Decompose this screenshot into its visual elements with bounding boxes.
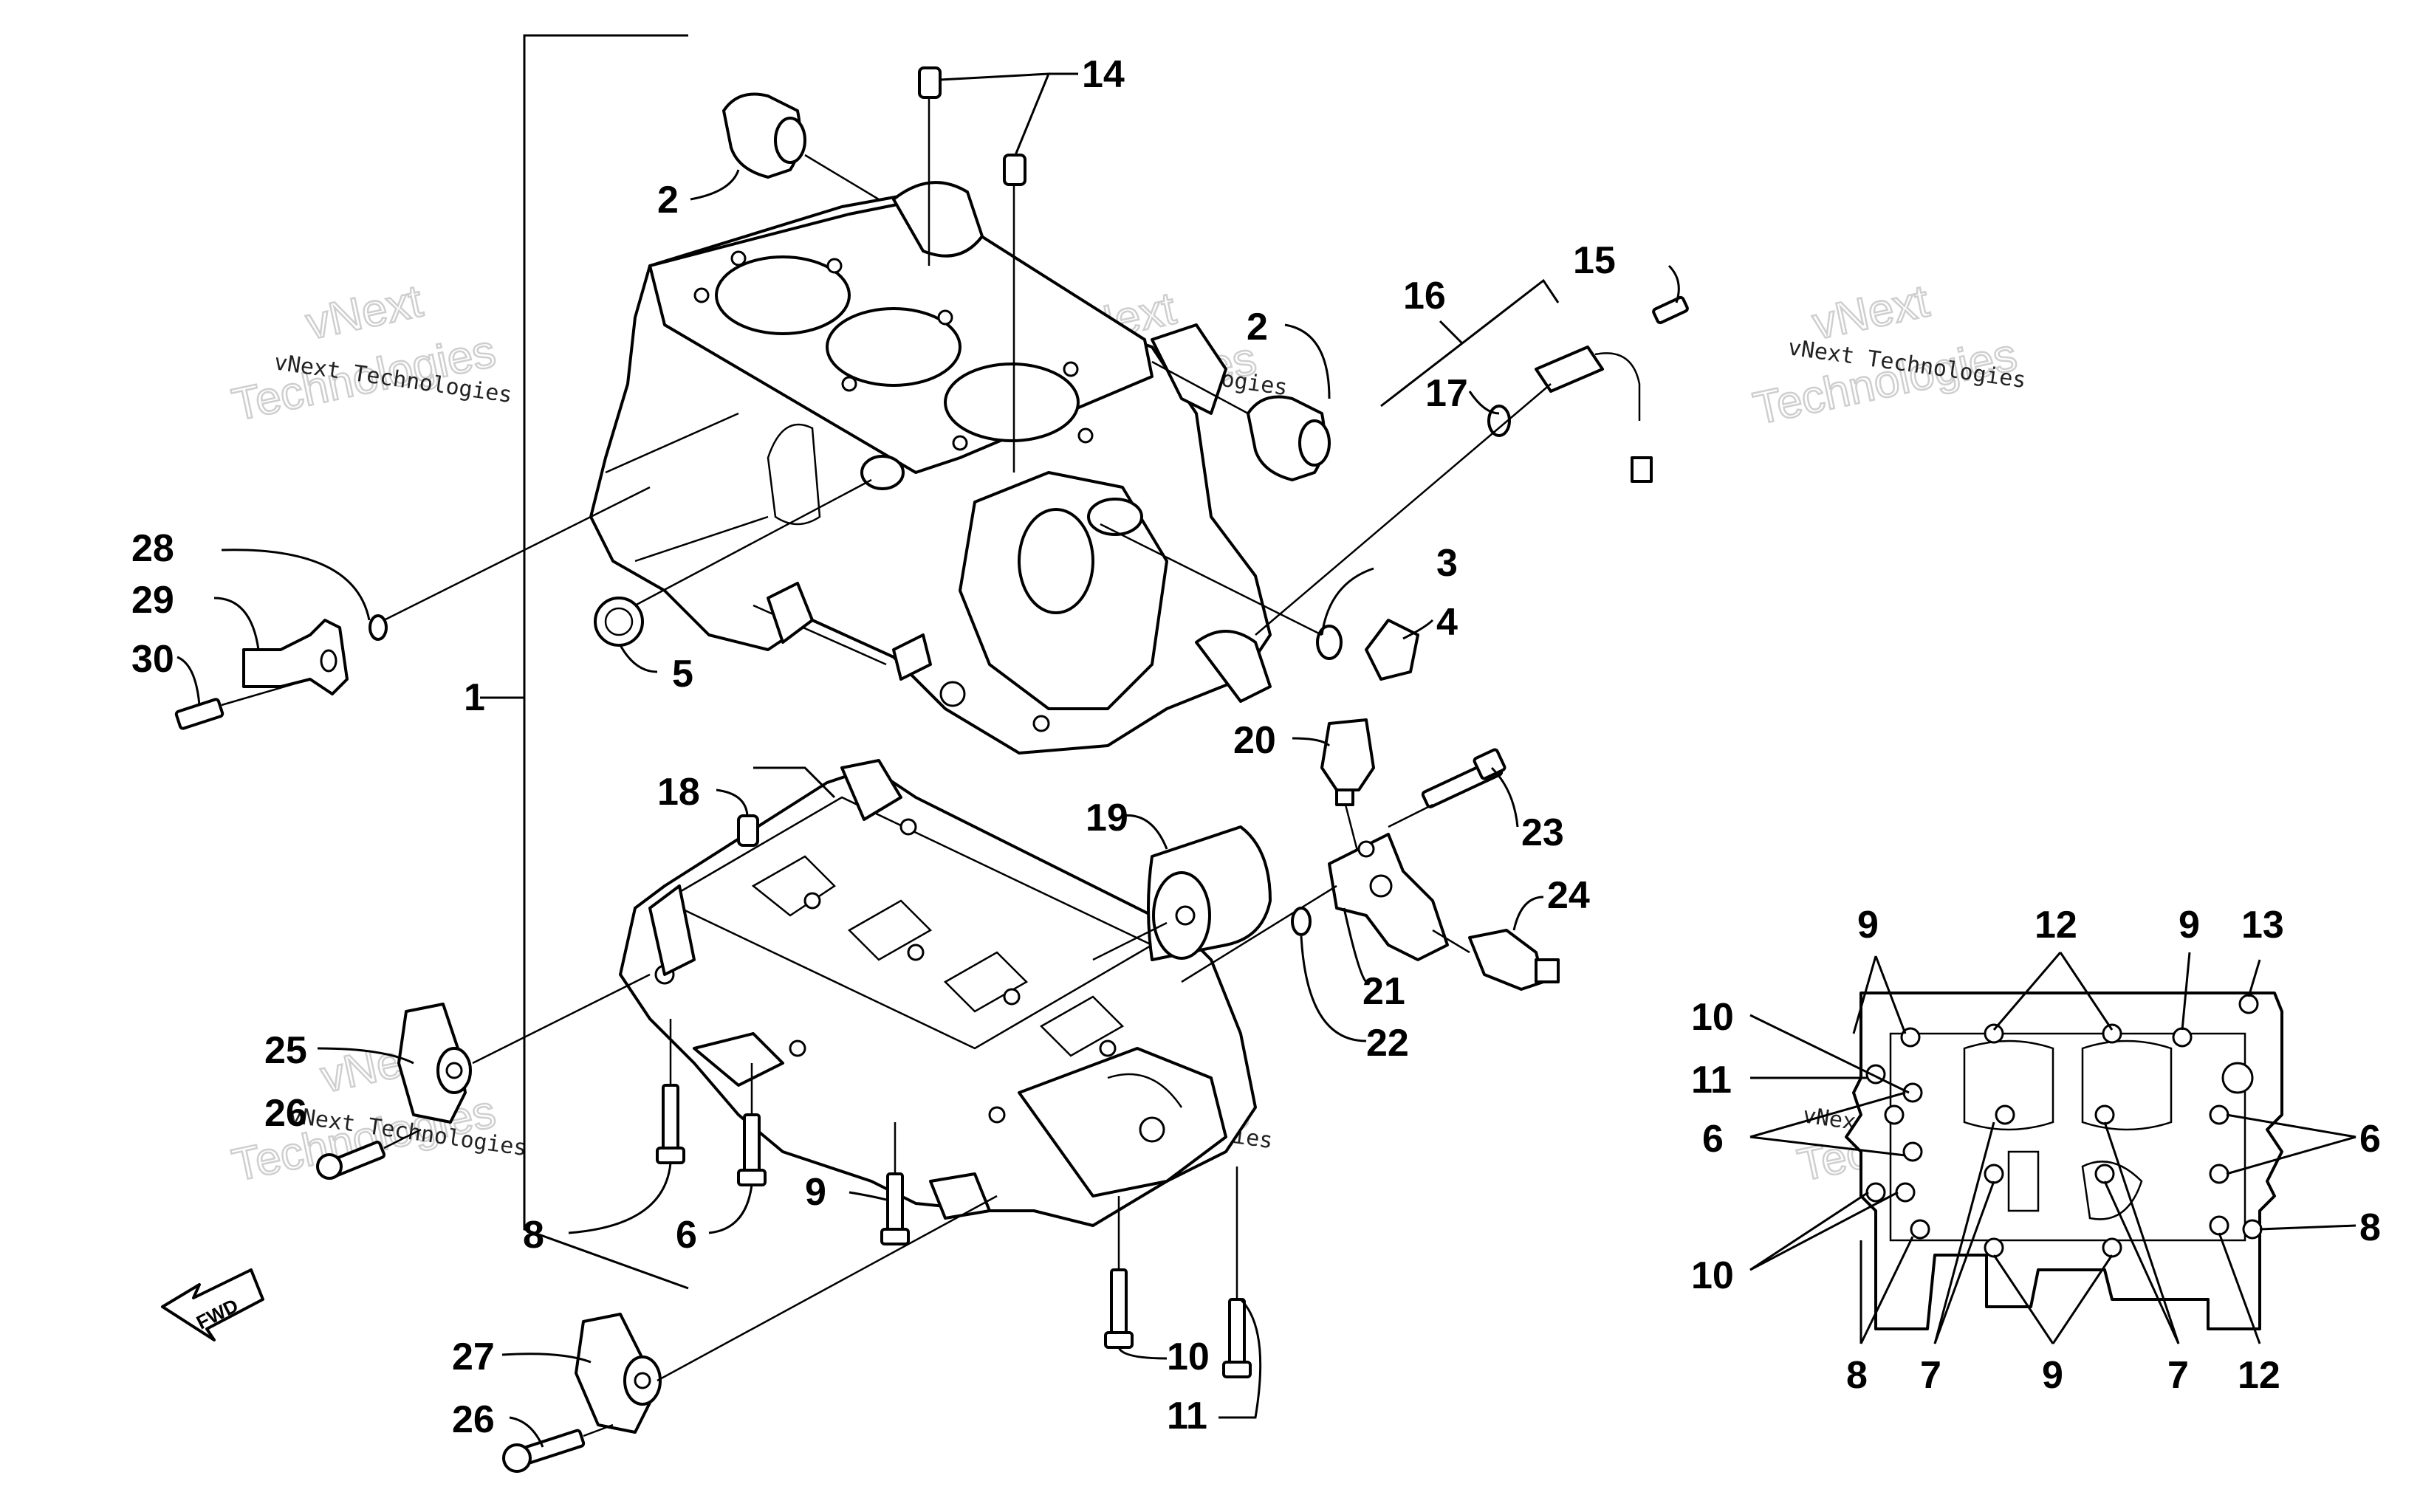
bolt-pattern-inset xyxy=(1749,952,2356,1344)
bolt-23 xyxy=(1388,748,1519,828)
inset-7-b: 7 xyxy=(2167,1354,2189,1397)
inset-9-b: 9 xyxy=(2179,904,2200,946)
callout-28: 28 xyxy=(131,527,174,570)
sensor-24 xyxy=(1432,896,1560,991)
callout-11: 11 xyxy=(1167,1395,1207,1437)
inset-12-a: 12 xyxy=(2035,904,2077,946)
callout-2-right: 2 xyxy=(1247,306,1268,348)
callout-26-top: 26 xyxy=(264,1092,307,1135)
bolt-26-top xyxy=(316,1128,422,1180)
bolt-8 xyxy=(568,1019,685,1234)
callout-5: 5 xyxy=(672,653,693,695)
callout-29: 29 xyxy=(131,579,174,622)
plug-5 xyxy=(594,478,872,673)
callout-24: 24 xyxy=(1547,874,1590,917)
bolt-11 xyxy=(1218,1166,1262,1419)
callout-16: 16 xyxy=(1403,275,1446,317)
callout-8: 8 xyxy=(523,1214,544,1257)
sensor-assembly-16 xyxy=(1255,264,1689,636)
callout-15: 15 xyxy=(1573,239,1616,282)
inset-13: 13 xyxy=(2241,904,2284,946)
engine-mount-2-top xyxy=(690,92,880,201)
callout-4: 4 xyxy=(1436,601,1458,644)
inset-9-c: 9 xyxy=(2042,1354,2063,1397)
inset-9-a: 9 xyxy=(1857,904,1879,946)
callout-6: 6 xyxy=(676,1214,697,1257)
inset-6-a: 6 xyxy=(1702,1118,1724,1161)
inset-6-b: 6 xyxy=(2359,1118,2381,1161)
svg-text:vNext: vNext xyxy=(302,275,427,349)
engine-mount-2-right xyxy=(1151,323,1331,481)
o-ring-3-and-cap-4 xyxy=(1100,523,1434,681)
engine-mount-27 xyxy=(501,1195,998,1434)
group-bracket-1 xyxy=(480,34,689,1290)
callout-10: 10 xyxy=(1167,1336,1210,1378)
inset-10-b: 10 xyxy=(1691,1254,1734,1297)
forward-arrow-icon: FWD xyxy=(161,1268,264,1341)
callout-1: 1 xyxy=(464,676,485,719)
o-ring-22 xyxy=(1291,907,1367,1042)
inset-labels: 9 12 9 13 10 11 6 6 10 8 8 7 9 7 12 xyxy=(1691,904,2381,1397)
callout-19: 19 xyxy=(1086,797,1128,839)
bolt-26-bottom xyxy=(502,1416,614,1473)
callout-20: 20 xyxy=(1233,719,1276,762)
callout-9: 9 xyxy=(805,1171,826,1214)
inset-12-b: 12 xyxy=(2238,1354,2280,1397)
inset-8-a: 8 xyxy=(1846,1354,1868,1397)
oil-pressure-switch-20 xyxy=(1292,718,1375,857)
inset-11: 11 xyxy=(1691,1059,1732,1102)
callout-labels: 1 2 2 3 4 5 6 8 9 10 11 14 15 16 17 18 1… xyxy=(131,53,1616,1441)
lower-crankcase xyxy=(619,759,1257,1227)
bolt-6 xyxy=(708,1063,767,1234)
engine-mount-25 xyxy=(317,973,651,1124)
callout-21: 21 xyxy=(1362,970,1405,1013)
callout-23: 23 xyxy=(1521,811,1564,854)
inset-7-a: 7 xyxy=(1920,1354,1941,1397)
watermark-left-top: vNext Technologies vNext Technologies xyxy=(227,275,513,432)
inset-10-a: 10 xyxy=(1691,996,1734,1039)
callout-30: 30 xyxy=(131,638,174,681)
watermark-right-top: vNext Technologies vNext Technologies xyxy=(1748,275,2027,436)
oil-filter-19 xyxy=(1092,814,1272,961)
callout-14: 14 xyxy=(1082,53,1125,96)
callout-3: 3 xyxy=(1436,542,1458,585)
callout-2-top: 2 xyxy=(657,179,679,221)
oil-adapter-21 xyxy=(1181,833,1449,983)
dowel-pin-14 xyxy=(918,66,1078,472)
oil-pickup-pipe xyxy=(174,486,651,730)
callout-27: 27 xyxy=(452,1336,495,1378)
inset-8-b: 8 xyxy=(2359,1206,2381,1249)
callout-22: 22 xyxy=(1366,1022,1409,1065)
bolt-9 xyxy=(849,1122,910,1245)
svg-text:vNext: vNext xyxy=(1809,275,1933,349)
callout-26-bottom: 26 xyxy=(452,1398,495,1441)
bolt-10 xyxy=(1104,1196,1168,1360)
callout-18: 18 xyxy=(657,771,700,814)
callout-25: 25 xyxy=(264,1029,307,1072)
dowel-pin-18 xyxy=(716,766,836,847)
callout-17: 17 xyxy=(1425,372,1468,415)
